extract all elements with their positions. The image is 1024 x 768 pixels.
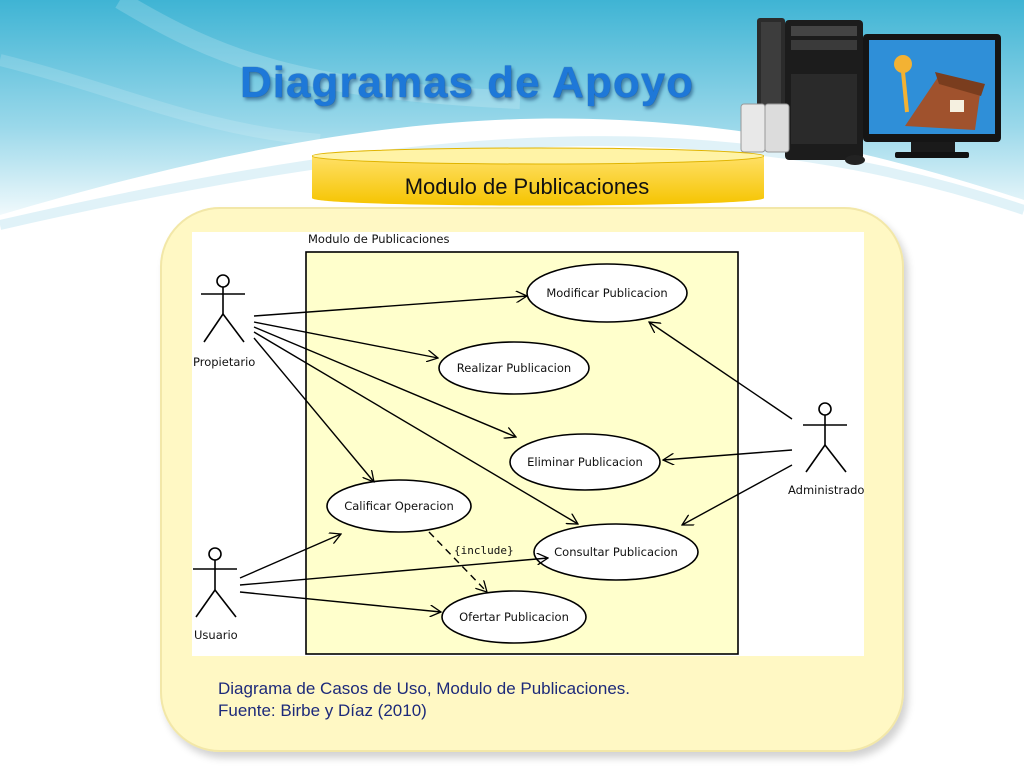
actor-label-propietario: Propietario xyxy=(193,355,255,369)
svg-text:Consultar Publicacion: Consultar Publicacion xyxy=(554,545,678,559)
assoc-administrador-eliminar xyxy=(663,449,793,460)
actor-propietario xyxy=(201,274,245,343)
svg-text:Calificar Operacion: Calificar Operacion xyxy=(344,499,454,513)
banner-label: Modulo de Publicaciones xyxy=(404,174,650,199)
assoc-usuario-calificar xyxy=(239,534,341,579)
system-boundary-label: Modulo de Publicaciones xyxy=(308,232,449,246)
assoc-propietario-consultar xyxy=(253,331,578,524)
svg-text:Eliminar Publicacion: Eliminar Publicacion xyxy=(527,455,643,469)
use-case-modificar: Modificar Publicacion xyxy=(526,263,688,323)
assoc-propietario-calificar xyxy=(253,337,374,482)
assoc-propietario-modificar xyxy=(253,296,527,317)
actor-label-administrador: Administrador xyxy=(788,483,864,497)
caption-line-2: Fuente: Birbe y Díaz (2010) xyxy=(218,701,427,720)
use-case-ofertar: Ofertar Publicacion xyxy=(441,590,587,644)
assoc-usuario-consultar xyxy=(239,558,548,586)
svg-text:Realizar Publicacion: Realizar Publicacion xyxy=(457,361,571,375)
slide-title: Diagramas de Apoyo xyxy=(240,58,695,107)
actor-administrador xyxy=(803,402,847,473)
include-dependency xyxy=(428,531,487,592)
assoc-usuario-ofertar xyxy=(239,591,441,612)
assoc-administrador-consultar xyxy=(682,464,793,525)
actor-usuario xyxy=(193,547,237,618)
svg-text:Ofertar Publicacion: Ofertar Publicacion xyxy=(459,610,569,624)
section-banner: Modulo de Publicaciones xyxy=(312,146,764,208)
figure-caption: Diagrama de Casos de Uso, Modulo de Publ… xyxy=(218,678,630,722)
use-case-eliminar: Eliminar Publicacion xyxy=(509,433,661,491)
caption-line-1: Diagrama de Casos de Uso, Modulo de Publ… xyxy=(218,679,631,698)
use-case-diagram: Modulo de Publicaciones Propietario Usua… xyxy=(192,232,864,656)
actor-label-usuario: Usuario xyxy=(194,628,238,642)
use-case-consultar: Consultar Publicacion xyxy=(533,523,699,581)
assoc-propietario-realizar xyxy=(253,321,438,358)
svg-text:Modificar Publicacion: Modificar Publicacion xyxy=(546,286,667,300)
assoc-administrador-modificar xyxy=(649,322,793,420)
assoc-propietario-eliminar xyxy=(253,326,516,437)
include-label: {include} xyxy=(454,544,514,557)
computer-illustration xyxy=(740,18,1001,165)
use-case-realizar: Realizar Publicacion xyxy=(438,341,590,395)
use-case-calificar: Calificar Operacion xyxy=(326,479,472,533)
